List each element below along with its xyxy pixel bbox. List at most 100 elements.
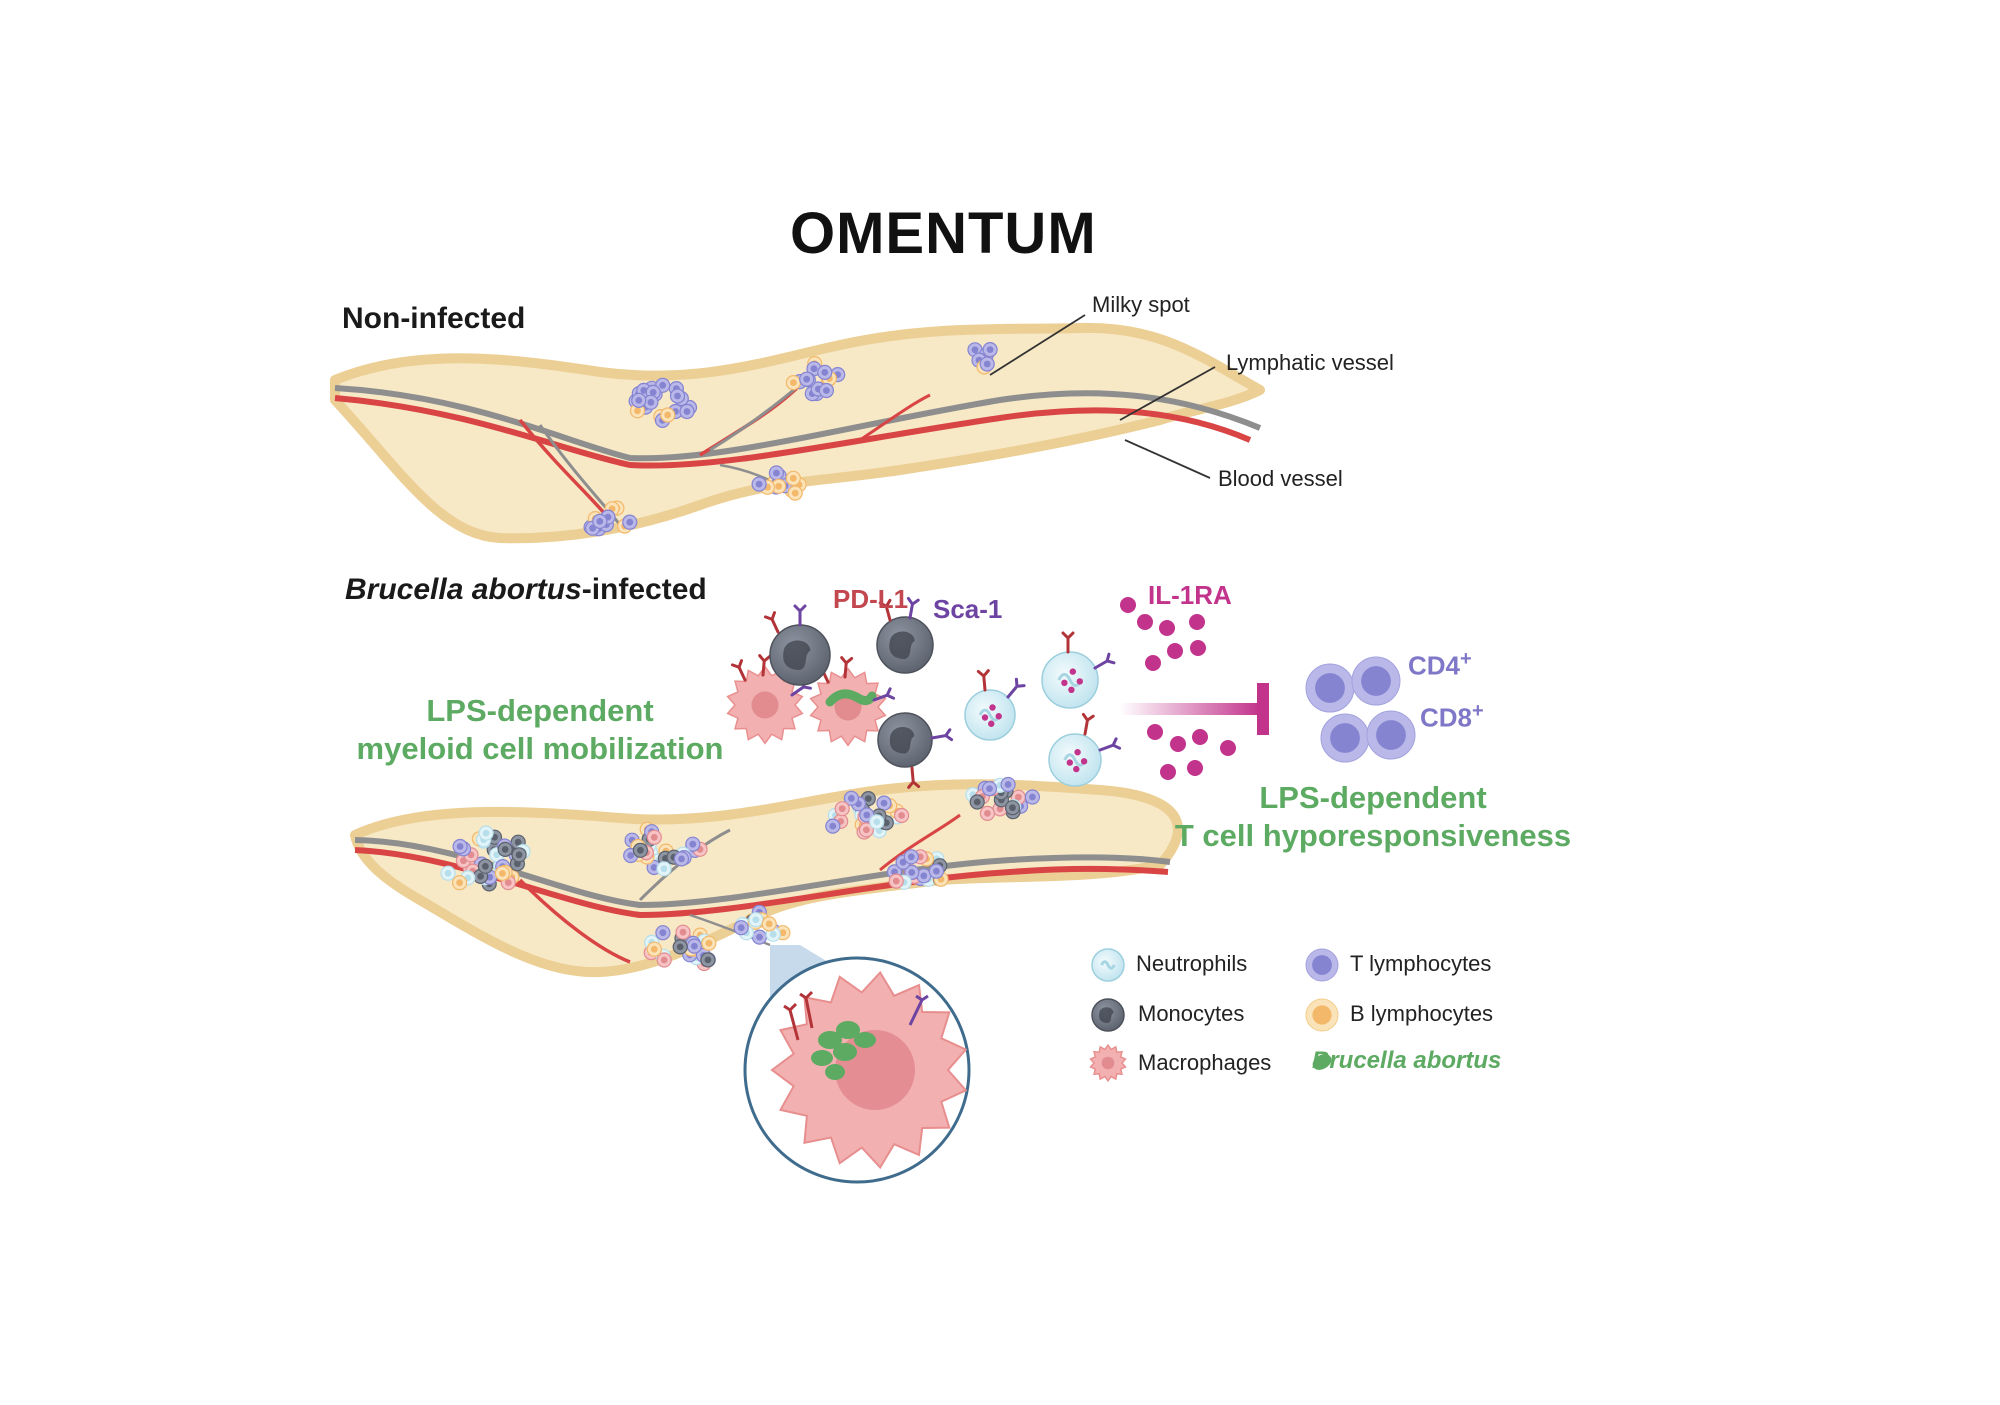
cluster-cell-nucleus (973, 798, 981, 806)
cluster-cell-nucleus (873, 818, 881, 826)
surface-receptor (878, 598, 892, 622)
legend-icons (1089, 948, 1339, 1083)
cluster-cell-nucleus (456, 843, 464, 850)
cluster-cell-nucleus (908, 869, 916, 876)
t-cell-2 (1351, 656, 1401, 706)
il-1ra-molecules (1120, 597, 1236, 780)
cd4-cd8-t-cells (1305, 656, 1416, 763)
cluster-cell-nucleus (907, 853, 915, 861)
cluster-cell-nucleus (838, 805, 846, 813)
cluster-cell-nucleus (756, 933, 763, 941)
infected-cluster-4 (965, 776, 1041, 822)
infected-species-name: Brucella abortus (345, 573, 582, 606)
infected-cluster-2 (623, 821, 708, 877)
milky-spot-1 (628, 377, 698, 428)
milky-spot-clusters (440, 342, 1041, 972)
cluster-cell-nucleus (664, 411, 672, 419)
cluster-cell-nucleus (689, 840, 697, 848)
milky-spot-label: Milky spot (1092, 292, 1190, 317)
cluster-cell-nucleus (984, 810, 991, 817)
cluster-cell-nucleus (1029, 793, 1036, 801)
cluster-cell-nucleus (477, 873, 484, 880)
blood-vessel-leader (1124, 439, 1211, 479)
cluster-cell-nucleus (515, 851, 523, 859)
diagram-title: OMENTUM (790, 201, 1097, 266)
cluster-cell-nucleus (829, 822, 837, 830)
cluster-cell-nucleus (933, 867, 940, 875)
cluster-cell-nucleus (679, 928, 687, 936)
cluster-cell-nucleus (755, 480, 763, 488)
il-1ra-dot (1189, 614, 1205, 630)
legend-monocytes: Monocytes (1138, 1001, 1245, 1026)
il-1ra-dot (1220, 740, 1236, 756)
il-1ra-label: IL-1RA (1148, 580, 1232, 610)
cluster-cell-nucleus (791, 489, 799, 497)
cluster-cell-nucleus (637, 846, 644, 854)
il-1ra-dot (1159, 620, 1175, 636)
cluster-cell-nucleus (705, 939, 713, 947)
cluster-cell-nucleus (659, 929, 667, 937)
cluster-cell-nucleus (649, 389, 657, 396)
infected-heading: Brucella abortus-infected (345, 573, 707, 607)
cluster-cell-nucleus (504, 879, 512, 886)
infected-cluster-3 (825, 790, 910, 840)
il-1ra-dot (1170, 736, 1186, 752)
cd4-text: CD4 (1408, 650, 1461, 681)
annotation-leaders (989, 314, 1216, 479)
surface-receptor (1061, 631, 1075, 654)
cluster-cell-nucleus (660, 865, 668, 873)
cluster-cell-nucleus (983, 360, 991, 368)
cluster-cell-nucleus (790, 379, 797, 386)
surface-receptor (840, 656, 854, 679)
cluster-cell-nucleus (863, 811, 871, 819)
cluster-cell-nucleus (1009, 804, 1016, 812)
cd8-text: CD8 (1420, 702, 1473, 733)
cluster-cell-nucleus (986, 346, 994, 353)
mobilized-neutrophil-1 (964, 689, 1016, 741)
zoomed-brucella (811, 1021, 876, 1080)
mobilized-monocyte-1 (769, 624, 831, 686)
cluster-cell-nucleus (674, 392, 681, 400)
cluster-cell-nucleus (898, 812, 905, 819)
legend-macrophage-icon (1089, 1043, 1127, 1083)
cluster-cell-nucleus (501, 846, 509, 853)
cluster-cell-nucleus (626, 518, 634, 526)
hypo-line-1: LPS-dependent (1259, 780, 1487, 815)
cluster-cell-nucleus (640, 387, 648, 394)
cluster-cell-nucleus (650, 833, 658, 841)
t-cell-1 (1305, 663, 1355, 713)
cluster-cell-nucleus (499, 870, 506, 877)
cluster-cell-nucleus (803, 375, 811, 383)
cluster-cell-nucleus (634, 407, 641, 415)
cluster-cell-nucleus (678, 855, 685, 863)
il-1ra-dot (1120, 597, 1136, 613)
cluster-cell-nucleus (880, 799, 888, 807)
infected-cluster-6 (643, 924, 717, 972)
cluster-cell-nucleus (773, 469, 780, 477)
t-cell-4 (1366, 710, 1416, 760)
infected-macrophage (809, 667, 887, 747)
cluster-cell-nucleus (493, 851, 501, 859)
cluster-cell-nucleus (704, 956, 712, 964)
surface-receptor (1093, 652, 1116, 670)
surface-receptor (730, 659, 747, 682)
mobilized-monocyte-2 (876, 616, 934, 674)
il-1ra-dot (1145, 655, 1161, 671)
legend-brucella-abortus: Brucella abortus (1312, 1047, 1502, 1074)
non-infected-omentum-tissue (330, 322, 1265, 544)
cluster-cell-nucleus (676, 943, 684, 951)
cluster-cell-nucleus (635, 397, 643, 404)
mobilization-line-1: LPS-dependent (426, 693, 654, 728)
mobilization-line-2: myeloid cell mobilization (356, 731, 724, 766)
cluster-cell-nucleus (971, 346, 979, 354)
cluster-cell-nucleus (1004, 781, 1012, 788)
cluster-cell-nucleus (892, 877, 900, 885)
cluster-cell-nucleus (596, 518, 604, 525)
cluster-cell-nucleus (650, 945, 658, 953)
cluster-cell-nucleus (779, 929, 787, 937)
t-cell-hyporesponsiveness-text: LPS-dependent T cell hyporesponsiveness (1158, 780, 1588, 854)
cluster-cell-nucleus (691, 942, 698, 950)
il-1ra-dot (1187, 760, 1203, 776)
milky-spot-3 (967, 342, 998, 375)
